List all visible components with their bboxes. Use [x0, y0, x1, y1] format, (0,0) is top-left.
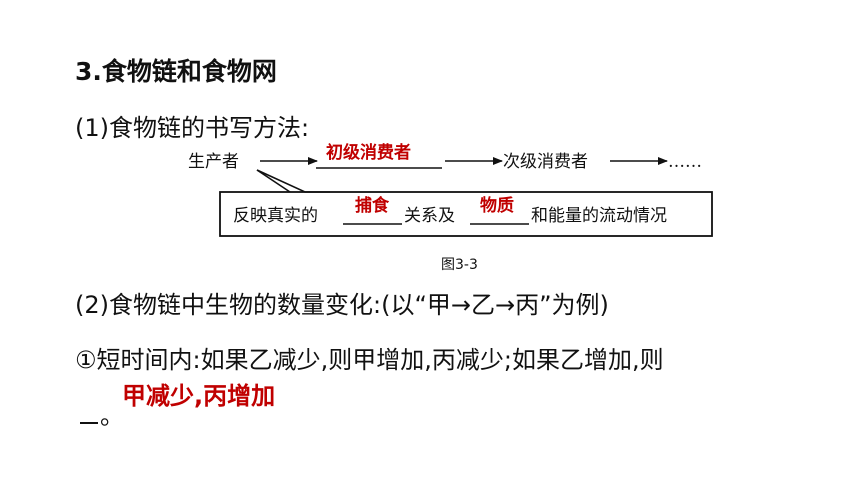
end-line: 。 — [80, 396, 124, 431]
box-text-2: 关系及 — [404, 206, 455, 226]
ellipsis: …… — [668, 152, 702, 172]
pointer-line — [256, 169, 330, 193]
section-heading: 3.食物链和食物网 — [75, 57, 277, 86]
primary-consumer-answer: 初级消费者 — [326, 142, 411, 163]
answer-matter: 物质 — [480, 195, 514, 216]
method-title: (1)食物链的书写方法: — [75, 114, 310, 142]
quantity-change-title: (2)食物链中生物的数量变化:(以“甲→乙→丙”为例) — [75, 291, 609, 319]
answer-predation: 捕食 — [355, 195, 390, 216]
figure-caption: 图3-3 — [441, 257, 478, 273]
secondary-consumer-label: 次级消费者 — [503, 152, 588, 172]
short-term-text: ①短时间内:如果乙减少,则甲增加,丙减少;如果乙增加,则 — [75, 346, 664, 374]
relationship-box — [219, 191, 713, 237]
box-text-1: 反映真实的 — [233, 206, 318, 226]
answer-blank — [80, 402, 98, 424]
short-term-answer: 甲减少,丙增加 — [122, 382, 276, 410]
end-mark: 。 — [100, 402, 124, 430]
pointer-line-2 — [256, 169, 291, 193]
producer-label: 生产者 — [188, 152, 239, 172]
box-text-3: 和能量的流动情况 — [531, 206, 667, 226]
